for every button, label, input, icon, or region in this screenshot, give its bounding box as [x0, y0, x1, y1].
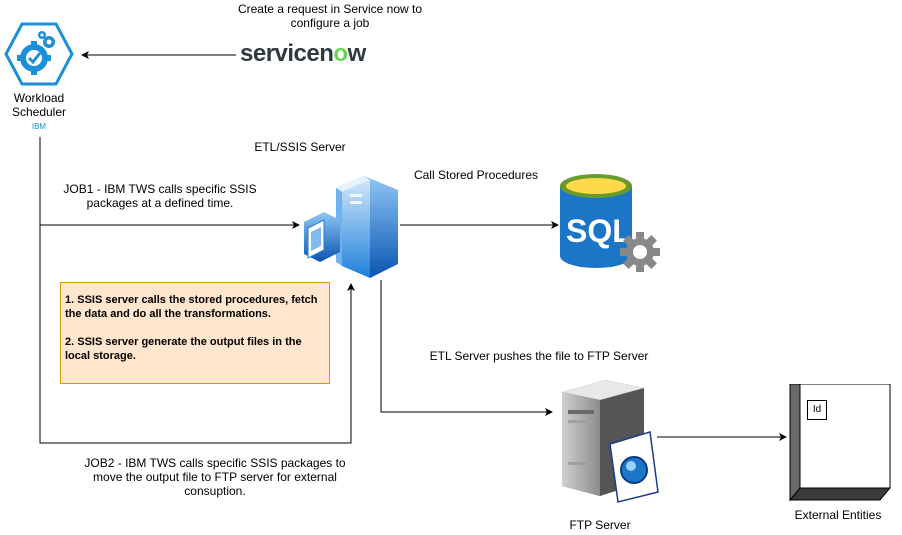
job1-label: JOB1 - IBM TWS calls specific SSIS packa… — [40, 182, 280, 210]
external-entity-id-box: Id — [807, 400, 827, 420]
servicenow-logo-suffix: w — [347, 40, 367, 67]
note-step-1: 1. SSIS server calls the stored procedur… — [65, 294, 318, 320]
external-entities-label: External Entities — [794, 508, 882, 522]
sql-caption: Call Stored Procedures — [413, 168, 539, 182]
servicenow-caption-line1: Create a request in Service now to — [237, 2, 423, 16]
scheduler-name-line1: Workload — [13, 91, 65, 105]
job1-line1: JOB1 - IBM TWS calls specific SSIS — [63, 182, 257, 196]
servicenow-logo-o: o — [333, 40, 348, 67]
sql-label: SQL — [566, 213, 632, 249]
etl-server-title: ETL/SSIS Server — [254, 140, 346, 154]
gear-icon — [620, 232, 660, 272]
scheduler-name-line2: Scheduler — [11, 105, 67, 119]
note-step-2: 2. SSIS server generate the output files… — [65, 336, 302, 362]
servicenow-caption: Create a request in Service now to confi… — [200, 2, 460, 30]
job2-label: JOB2 - IBM TWS calls specific SSIS packa… — [60, 456, 370, 498]
sql-database-gear-icon: SQL — [560, 174, 660, 272]
gear-check-hexagon-icon — [4, 22, 74, 86]
job2-line1: JOB2 - IBM TWS calls specific SSIS packa… — [84, 456, 346, 470]
scheduler-label: Workload Scheduler — [0, 91, 78, 119]
job1-line2: packages at a defined time. — [86, 196, 234, 210]
node-box-icon — [788, 384, 892, 502]
server-icon — [304, 176, 398, 278]
servicenow-logo: servicenow — [240, 40, 366, 68]
job2-line3: consuption. — [184, 484, 246, 498]
servicenow-caption-line2: configure a job — [290, 16, 370, 30]
job2-connector — [39, 225, 355, 444]
ftp-push-caption: ETL Server pushes the file to FTP Server — [429, 349, 649, 363]
etl-to-ftp-connector — [380, 280, 553, 416]
ftp-server-label: FTP Server — [569, 518, 631, 532]
ftp-server-icon — [562, 380, 659, 503]
scheduler-vendor: IBM — [31, 122, 47, 131]
ssis-process-note: 1. SSIS server calls the stored procedur… — [60, 282, 330, 384]
job2-line2: move the output file to FTP server for e… — [93, 470, 337, 484]
servicenow-logo-text: servicen — [240, 40, 334, 67]
